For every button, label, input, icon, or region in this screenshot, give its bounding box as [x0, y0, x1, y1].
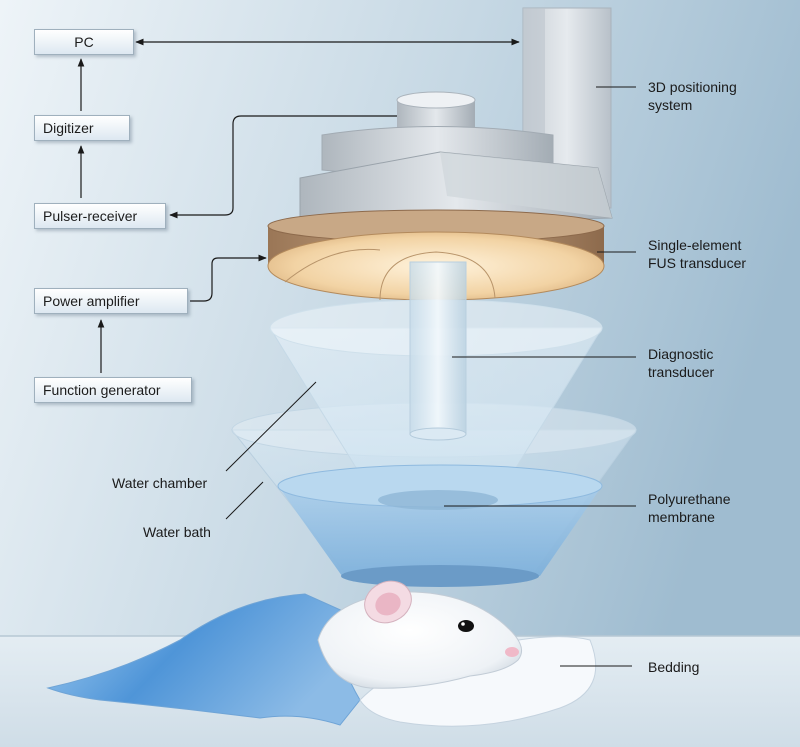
positioning-system-label-line1: 3D positioning — [648, 79, 737, 95]
mouse-nose — [505, 647, 519, 657]
diagnostic-transducer-label: Diagnostic transducer — [648, 345, 714, 381]
diagnostic-transducer-label-line1: Diagnostic — [648, 346, 714, 362]
membrane-label-line2: membrane — [648, 509, 715, 525]
power-amplifier-block: Power amplifier — [34, 288, 188, 314]
mount-block — [299, 126, 613, 227]
blanket — [46, 593, 361, 726]
diagnostic-transducer-rod — [409, 261, 467, 441]
membrane-label-line1: Polyurethane — [648, 491, 731, 507]
membrane-disc — [378, 490, 498, 510]
diagnostic-transducer-label-line2: transducer — [648, 364, 715, 380]
signal-arrows — [77, 38, 520, 373]
fus-transducer-label-line2: FUS transducer — [648, 255, 747, 271]
mouse — [317, 580, 523, 689]
leader-lines — [225, 86, 636, 667]
positioning-system-label: 3D positioning system — [648, 78, 737, 114]
pc-block: PC — [34, 29, 134, 55]
bedding-label: Bedding — [648, 659, 700, 675]
membrane-label: Polyurethane membrane — [648, 490, 731, 526]
water-bath-label: Water bath — [143, 524, 211, 540]
fus-transducer-label: Single-element FUS transducer — [648, 236, 746, 272]
fus-transducer-label-line1: Single-element — [648, 237, 742, 253]
water-chamber-label: Water chamber — [112, 475, 208, 491]
positioning-system-label-line2: system — [648, 97, 693, 113]
digitizer-block: Digitizer — [34, 115, 130, 141]
function-generator-block: Function generator — [34, 377, 192, 403]
mouse-eye — [458, 620, 474, 632]
pulser-receiver-block: Pulser-receiver — [34, 203, 166, 229]
fus-transducer — [267, 209, 605, 301]
